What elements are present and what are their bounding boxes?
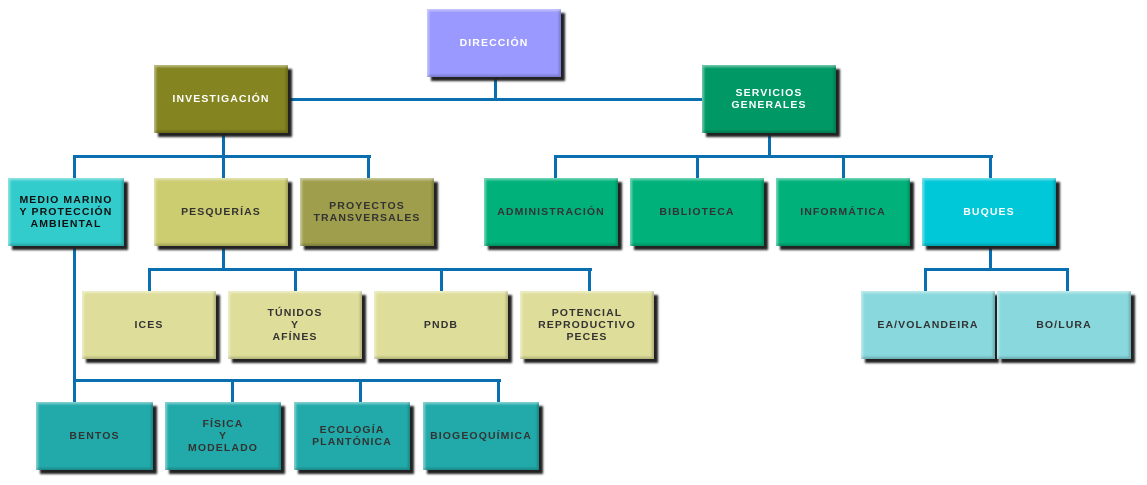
node-potencial-reproductivo[interactable]: POTENCIAL REPRODUCTIVO PECES [520, 291, 654, 359]
node-buques[interactable]: BUQUES [922, 178, 1056, 246]
connector [1066, 268, 1069, 291]
connector [148, 268, 151, 291]
connector [989, 246, 992, 269]
connector [294, 268, 297, 291]
connector [73, 155, 76, 178]
connector [367, 155, 370, 178]
connector [989, 155, 992, 178]
connector [222, 246, 225, 269]
node-fisica-modelado[interactable]: FÍSICA Y MODELADO [165, 402, 281, 470]
node-bo-lura[interactable]: BO/LURA [997, 291, 1131, 359]
node-ea-volandeira[interactable]: EA/VOLANDEIRA [861, 291, 995, 359]
connector [588, 268, 591, 291]
node-proyectos-transversales[interactable]: PROYECTOS TRANSVERSALES [300, 178, 434, 246]
node-investigacion[interactable]: INVESTIGACIÓN [154, 65, 288, 133]
connector [440, 268, 443, 291]
node-pndb[interactable]: PNDB [374, 291, 508, 359]
connector [554, 155, 557, 178]
connector [696, 155, 699, 178]
connector [359, 379, 362, 402]
connector [924, 268, 927, 291]
node-administracion[interactable]: ADMINISTRACIÓN [484, 178, 618, 246]
node-servicios-generales[interactable]: SERVICIOS GENERALES [702, 65, 836, 133]
connector [222, 133, 225, 156]
connector [497, 379, 500, 402]
node-direccion[interactable]: DIRECCIÓN [427, 9, 561, 77]
connector [554, 155, 993, 158]
node-medio-marino[interactable]: MEDIO MARINO Y PROTECCIÓN AMBIENTAL [8, 178, 124, 246]
node-biogeoquimica[interactable]: BIOGEOQUÍMICA [423, 402, 539, 470]
connector [842, 155, 845, 178]
node-tunidos[interactable]: TÚNIDOS Y AFÍNES [228, 291, 362, 359]
node-biblioteca[interactable]: BIBLIOTECA [630, 178, 764, 246]
node-informatica[interactable]: INFORMÁTICA [776, 178, 910, 246]
connector [924, 268, 1069, 271]
connector [494, 77, 497, 100]
connector [148, 268, 592, 271]
node-pesquerias[interactable]: PESQUERÍAS [154, 178, 288, 246]
connector [768, 133, 771, 156]
node-ecologia-plantonica[interactable]: ECOLOGÍA PLANTÓNICA [294, 402, 410, 470]
node-ices[interactable]: ICES [82, 291, 216, 359]
connector [73, 246, 76, 402]
connector [288, 98, 702, 101]
connector [73, 379, 501, 382]
connector [231, 379, 234, 402]
connector [222, 155, 225, 178]
node-bentos[interactable]: BENTOS [36, 402, 153, 470]
